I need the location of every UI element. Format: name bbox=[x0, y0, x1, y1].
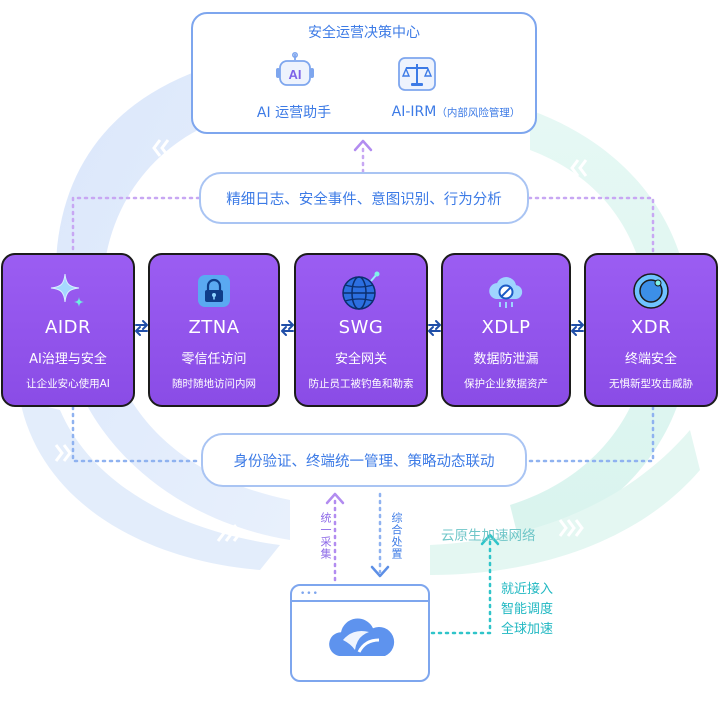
module-title: 终端安全 bbox=[624, 352, 677, 367]
swirl-blue bbox=[55, 70, 290, 540]
ai-assistant-label: AI 运营助手 bbox=[256, 105, 332, 121]
module-card-xdlp[interactable]: XDLP 数据防泄漏 保护企业数据资产 bbox=[441, 253, 571, 407]
analytics-bar: 精细日志、安全事件、意图识别、行为分析 bbox=[199, 172, 529, 224]
bidirectional-arrow-3 bbox=[428, 320, 441, 336]
chevrons bbox=[54, 139, 588, 542]
module-card-aidr[interactable]: AIDR AI治理与安全 让企业安心使用AI bbox=[1, 253, 135, 407]
bidirectional-arrow-2 bbox=[281, 320, 294, 336]
feature-nearby-access: 就近接入 bbox=[501, 582, 554, 597]
svg-text:AI: AI bbox=[289, 67, 302, 82]
module-title: 零信任访问 bbox=[181, 352, 247, 367]
ai-irm-label: AI-IRM（内部风险管理） bbox=[391, 104, 521, 120]
sparkle-icon bbox=[50, 273, 84, 307]
window-title-bar bbox=[292, 600, 428, 602]
balance-scale-icon bbox=[398, 57, 436, 91]
module-name: ZTNA bbox=[188, 317, 240, 338]
module-name: XDR bbox=[630, 317, 672, 338]
module-name: AIDR bbox=[45, 317, 91, 338]
flow-dispose-label: 综合处置 bbox=[390, 512, 403, 560]
module-card-swg[interactable]: SWG 安全网关 防止员工被钓鱼和勒索 bbox=[294, 253, 428, 407]
module-desc: 防止员工被钓鱼和勒索 bbox=[308, 378, 414, 390]
module-desc: 让企业安心使用AI bbox=[26, 378, 110, 390]
client-window[interactable]: ••• bbox=[290, 584, 430, 682]
module-name: XDLP bbox=[481, 317, 531, 338]
policy-bar: 身份验证、终端统一管理、策略动态联动 bbox=[201, 433, 527, 487]
feature-smart-scheduling: 智能调度 bbox=[501, 602, 554, 617]
lock-icon bbox=[198, 275, 230, 307]
module-desc: 随时随地访问内网 bbox=[172, 378, 256, 390]
globe-icon bbox=[342, 271, 380, 310]
ai-irm-sublabel: （内部风险管理） bbox=[436, 107, 521, 119]
decision-center-panel: 安全运营决策中心 AI AI 运营助手 AI-IRM（内部风险管理） bbox=[191, 12, 537, 134]
network-features: 就近接入 智能调度 全球加速 bbox=[501, 580, 553, 640]
module-name: SWG bbox=[338, 317, 384, 338]
module-title: AI治理与安全 bbox=[29, 352, 107, 367]
window-dots: ••• bbox=[300, 589, 319, 599]
swirl-blue-lower bbox=[20, 400, 280, 570]
cloud-app-icon bbox=[329, 618, 395, 656]
cloud-network-title: 云原生加速网络 bbox=[441, 528, 536, 544]
ai-robot-icon: AI bbox=[276, 52, 314, 86]
module-desc: 无惧新型攻击威胁 bbox=[609, 378, 693, 390]
swirl-teal-lower bbox=[430, 430, 700, 575]
cloud-block-icon bbox=[489, 277, 523, 308]
module-desc: 保护企业数据资产 bbox=[464, 378, 548, 390]
swirl-teal bbox=[510, 110, 692, 545]
module-card-ztna[interactable]: ZTNA 零信任访问 随时随地访问内网 bbox=[148, 253, 280, 407]
flow-collect-label: 统一采集 bbox=[319, 512, 332, 560]
bidirectional-arrow-1 bbox=[135, 320, 148, 336]
module-card-xdr[interactable]: XDR 终端安全 无惧新型攻击威胁 bbox=[584, 253, 718, 407]
feature-global-acceleration: 全球加速 bbox=[501, 622, 554, 637]
bidirectional-arrow-4 bbox=[571, 320, 584, 336]
module-title: 安全网关 bbox=[334, 352, 387, 367]
endpoint-ring-icon bbox=[633, 273, 669, 309]
module-title: 数据防泄漏 bbox=[473, 352, 539, 367]
decision-center-title: 安全运营决策中心 bbox=[308, 25, 420, 41]
